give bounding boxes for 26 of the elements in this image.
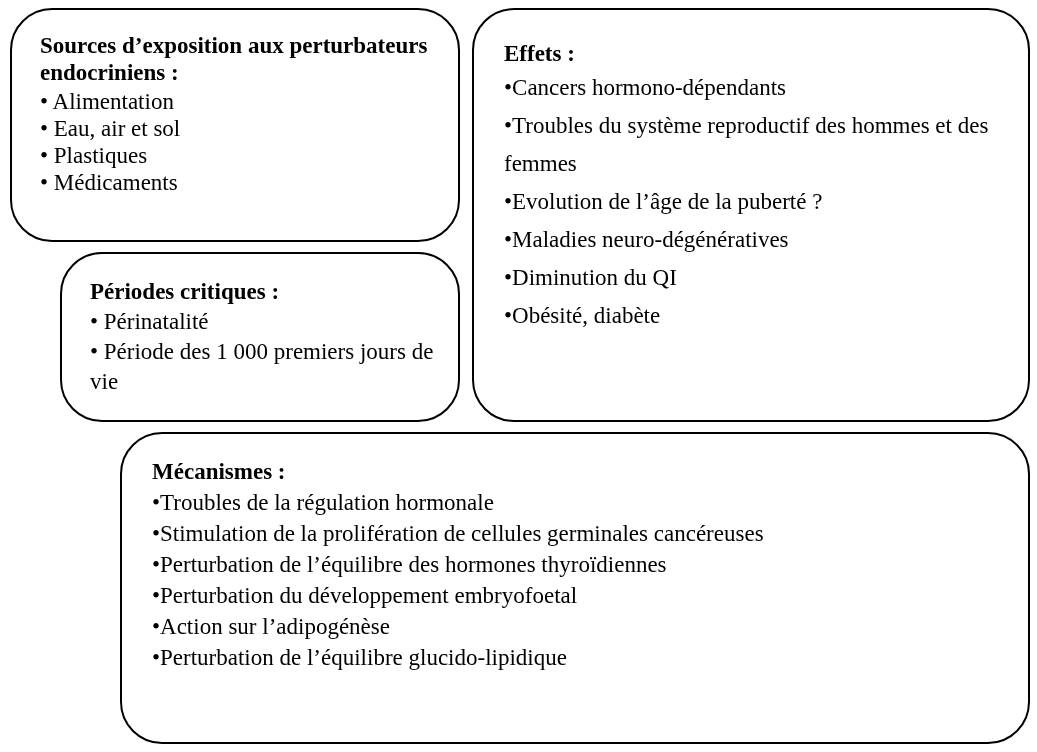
rounded-text-box: [472, 8, 1030, 422]
rounded-text-box: [120, 432, 1030, 744]
bullet-item: • Médicaments: [40, 169, 179, 196]
bullet-item: •Obésité, diabète: [504, 302, 662, 330]
bullet-item: •Stimulation de la prolifération de cellules germinales cancéreuses: [152, 520, 765, 548]
bullet-item: • Période des 1 000 premiers jours de vie: [90, 338, 435, 396]
bullet-item: •Perturbation de l’équilibre des hormones thyroïdiennes: [152, 551, 668, 579]
bullet-item: • Alimentation: [40, 88, 175, 115]
bullet-item: •Evolution de l’âge de la puberté ?: [504, 188, 824, 216]
bullet-item: •Perturbation du développement embryofoetal: [152, 582, 579, 610]
rounded-text-box: [60, 252, 460, 422]
bullet-item: •Perturbation de l’équilibre glucido-lipidique: [152, 644, 568, 672]
box-heading: Périodes critiques :: [90, 278, 281, 305]
box-heading: Mécanismes :: [152, 458, 287, 485]
box-heading: Effets :: [504, 40, 576, 67]
bullet-item: • Périnatalité: [90, 308, 210, 336]
bullet-item: •Troubles de la régulation hormonale: [152, 489, 495, 517]
bullet-item: •Troubles du système reproductif des hommes et des femmes: [504, 112, 990, 178]
bullet-item: •Maladies neuro-dégénératives: [504, 226, 790, 254]
bullet-item: •Action sur l’adipogénèse: [152, 613, 391, 641]
bullet-item: •Diminution du QI: [504, 264, 678, 292]
box-heading: Sources d’exposition aux perturbateurs endocriniens :: [40, 32, 429, 86]
bullet-item: •Cancers hormono-dépendants: [504, 74, 788, 102]
rounded-text-box: [10, 8, 460, 242]
bullet-item: • Plastiques: [40, 142, 149, 169]
bullet-item: • Eau, air et sol: [40, 115, 182, 142]
